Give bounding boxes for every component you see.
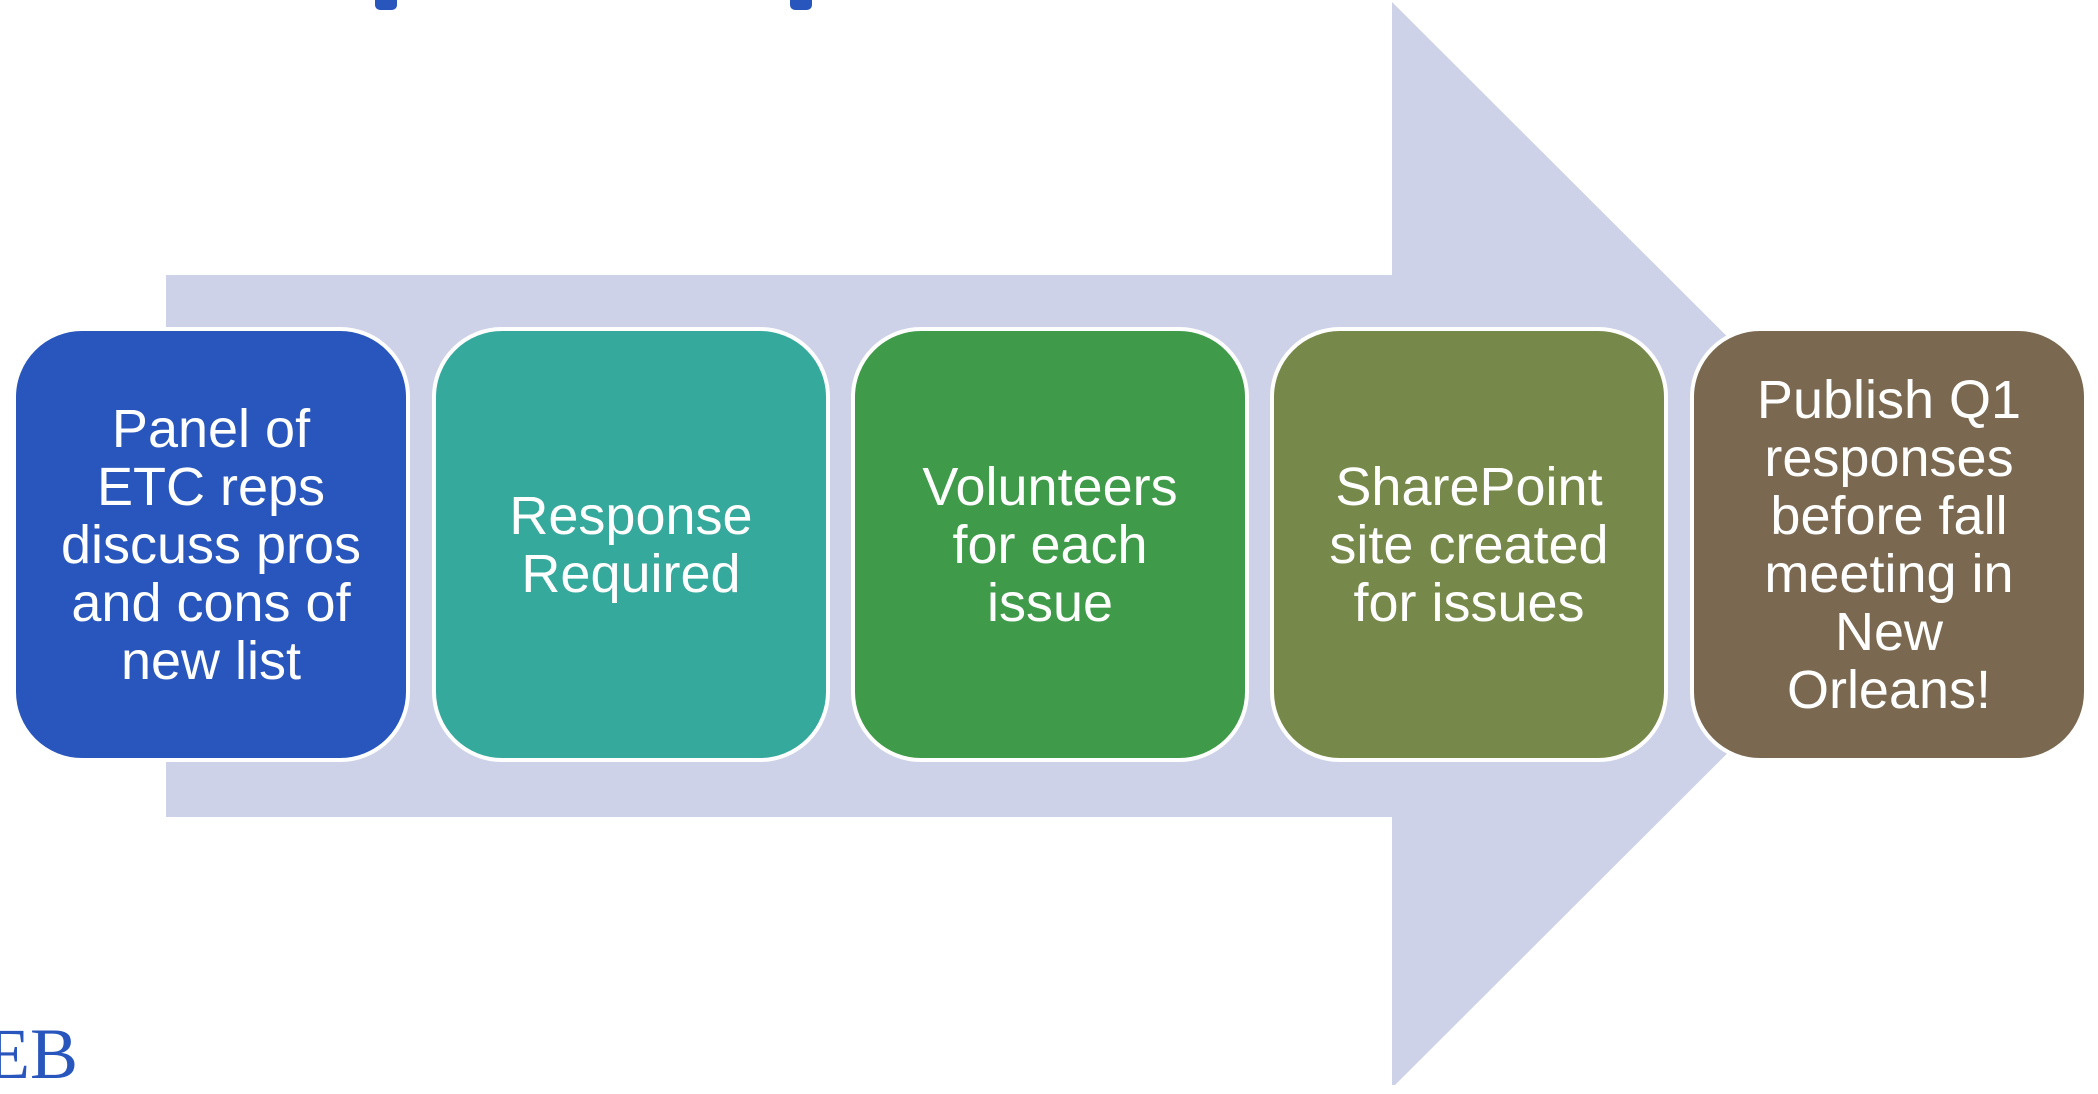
step-box-volunteers: Volunteers for each issue: [851, 327, 1249, 762]
step-box-panel: Panel of ETC reps discuss pros and cons …: [12, 327, 410, 762]
logo: EB: [0, 1014, 79, 1094]
title-fragment: [375, 0, 397, 10]
step-label: Publish Q1 responses before fall meeting…: [1756, 369, 2022, 720]
step-label: SharePoint site created for issues: [1329, 456, 1609, 633]
title-fragment: [790, 0, 812, 10]
step-box-response: Response Required: [432, 327, 830, 762]
step-label: Panel of ETC reps discuss pros and cons …: [60, 398, 362, 691]
step-box-publish: Publish Q1 responses before fall meeting…: [1690, 327, 2088, 762]
step-label: Volunteers for each issue: [922, 456, 1178, 633]
step-label: Response Required: [509, 485, 753, 604]
step-box-sharepoint: SharePoint site created for issues: [1270, 327, 1668, 762]
